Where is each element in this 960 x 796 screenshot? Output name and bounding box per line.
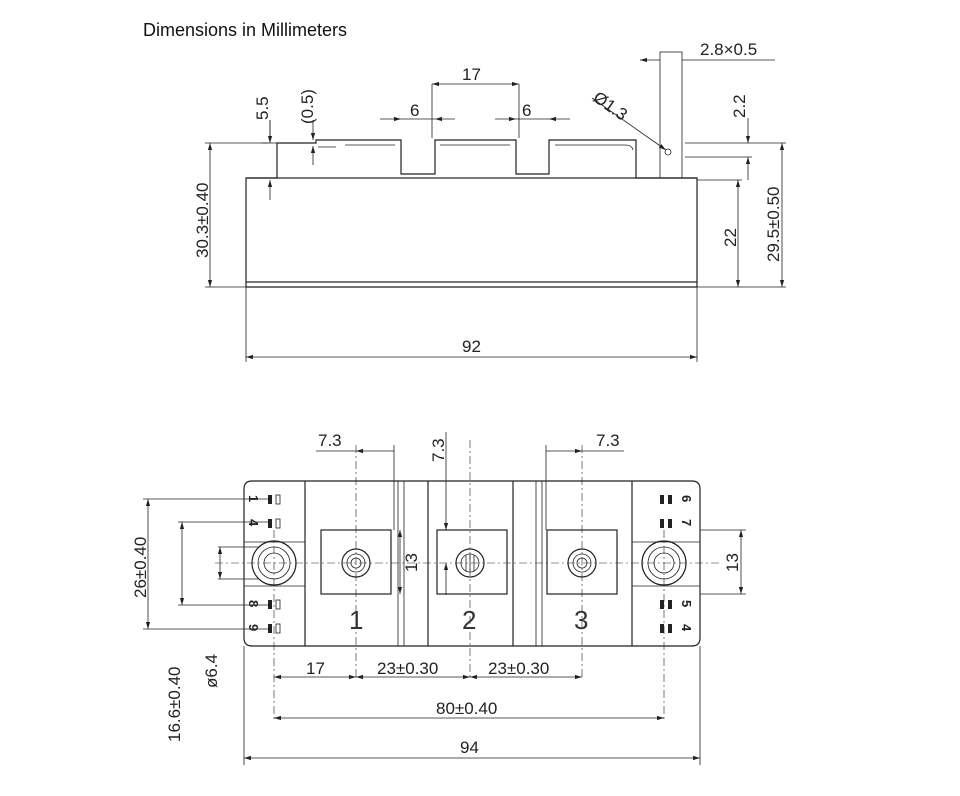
dim-bus-width-right: 6 xyxy=(522,101,531,120)
module-body-side xyxy=(245,177,698,283)
pin-label-left-4: 4 xyxy=(246,519,261,527)
pin-label-left-9: 9 xyxy=(246,624,261,631)
top-view: 1 2 3 1 4 8 9 6 7 5 xyxy=(131,431,746,765)
aux-pin-side xyxy=(659,51,683,179)
pin-label-left-8: 8 xyxy=(246,600,261,607)
dim-80: 80±0.40 xyxy=(436,699,497,718)
dim-13-right: 13 xyxy=(723,553,742,572)
dim-height-2-2: 2.2 xyxy=(730,94,749,118)
dim-17-bottom: 17 xyxy=(306,659,325,678)
dim-body-height-22: 22 xyxy=(721,228,740,247)
dim-26: 26±0.40 xyxy=(131,537,150,598)
pin-label-right-5: 5 xyxy=(679,600,694,607)
dim-13-plate: 13 xyxy=(402,553,421,572)
dim-hole-diameter: Ø1.3 xyxy=(590,88,631,125)
dim-pin-height-29-5: 29.5±0.50 xyxy=(764,186,783,262)
pin-label-right-6: 6 xyxy=(679,495,694,502)
module-body-top xyxy=(243,480,701,647)
terminal-number-3: 3 xyxy=(574,605,588,635)
dim-7-3-middle: 7.3 xyxy=(429,438,448,462)
dim-23-second: 23±0.30 xyxy=(488,659,549,678)
dim-94: 94 xyxy=(460,738,479,757)
dim-total-height-30-3: 30.3±0.40 xyxy=(193,182,212,258)
dim-width-92: 92 xyxy=(462,337,481,356)
dim-7-3-left: 7.3 xyxy=(318,431,342,450)
dim-terminal-width: 2.8×0.5 xyxy=(700,40,757,59)
dim-7-3-right: 7.3 xyxy=(596,431,620,450)
terminal-plate-2 xyxy=(436,529,508,595)
dim-23-first: 23±0.30 xyxy=(377,659,438,678)
dim-16-6: 16.6±0.40 xyxy=(165,666,184,742)
side-view: 2.8×0.5 17 6 6 Ø1.3 5.5 xyxy=(193,40,786,362)
dim-bus-width-left: 6 xyxy=(410,101,419,120)
dim-height-5-5: 5.5 xyxy=(253,96,272,120)
dim-hole-6-4: ø6.4 xyxy=(202,654,221,688)
drawing-title: Dimensions in Millimeters xyxy=(143,20,348,40)
terminal-number-1: 1 xyxy=(349,605,363,635)
pin-label-right-4: 4 xyxy=(679,624,694,632)
dim-pitch-17: 17 xyxy=(462,65,481,84)
aux-pins-left: 1 4 8 9 xyxy=(246,494,281,634)
aux-pins-right: 6 7 5 4 xyxy=(660,495,694,633)
dim-height-0-5: (0.5) xyxy=(298,89,317,124)
pin-label-right-7: 7 xyxy=(679,519,694,526)
terminal-number-2: 2 xyxy=(462,605,476,635)
